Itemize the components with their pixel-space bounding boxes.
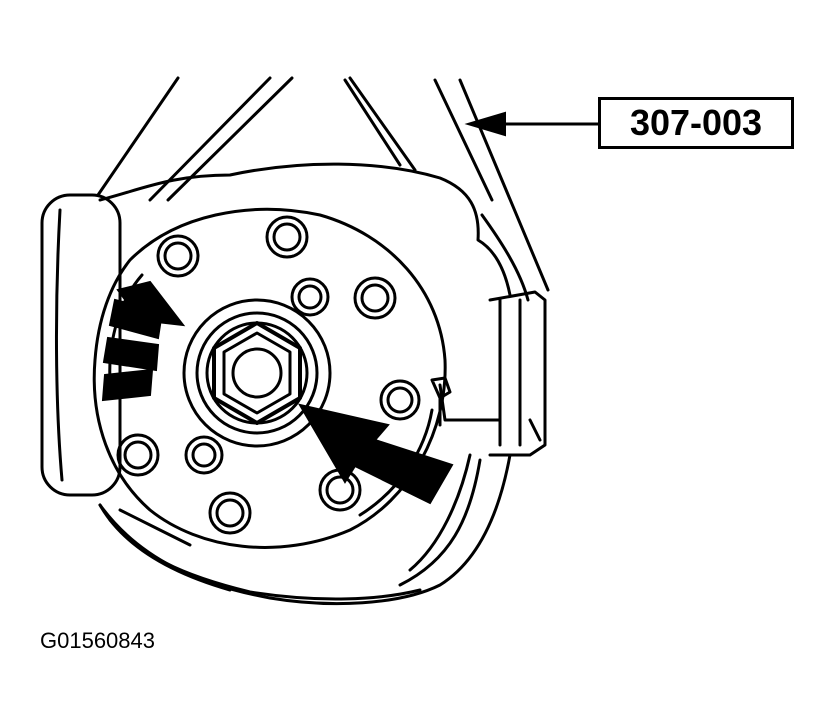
bolt-holes <box>116 215 421 535</box>
center-hub <box>182 298 332 448</box>
tool-arms <box>96 76 550 292</box>
rotation-arrow <box>101 280 186 402</box>
pointer-arrow <box>297 403 454 505</box>
hex-nut <box>212 321 302 425</box>
tool-number-callout: 307-003 <box>598 97 794 149</box>
callout-arrow <box>464 111 598 137</box>
figure-id: G01560843 <box>40 628 155 653</box>
transmission-housing <box>98 162 547 606</box>
